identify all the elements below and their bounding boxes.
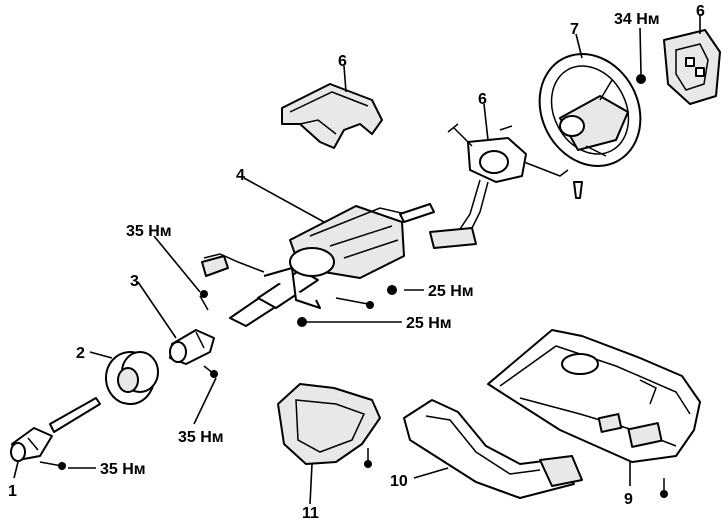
cover-screw-head <box>364 460 372 468</box>
steering-column <box>201 203 435 327</box>
combination-switch <box>429 123 583 249</box>
callout-6-horn-pad: 6 <box>696 3 705 20</box>
steering-wheel <box>538 53 642 167</box>
callout-10: 10 <box>390 473 408 490</box>
wheel-nut <box>636 74 646 84</box>
callout-1: 1 <box>8 483 17 500</box>
panel-screw-head <box>660 490 668 498</box>
lower-column-cover <box>277 383 381 465</box>
upper-column-cover <box>281 83 383 149</box>
horn-pad <box>663 29 721 105</box>
air-duct <box>403 399 583 499</box>
lower-instrument-panel <box>487 329 701 463</box>
universal-joint <box>169 329 215 365</box>
callout-6-combination-switch: 6 <box>478 91 487 108</box>
callout-7: 7 <box>570 21 579 38</box>
intermediate-shaft <box>10 397 101 462</box>
callout-9: 9 <box>624 491 633 508</box>
leader-lines <box>13 14 701 505</box>
torque-column-upper: 25 Нм <box>428 283 474 300</box>
column-mount-bolts <box>199 285 397 327</box>
shaft-bolt-head <box>58 462 66 470</box>
torque-joint-upper: 35 Нм <box>126 223 172 240</box>
torque-wheel-nut: 34 Нм <box>614 11 660 28</box>
torque-shaft-bolt: 35 Нм <box>100 461 146 478</box>
callout-11: 11 <box>302 505 319 522</box>
joint-bolt-head <box>210 370 218 378</box>
callout-2: 2 <box>76 345 85 362</box>
column-hole-cover <box>105 351 159 405</box>
callout-6-upper-cover: 6 <box>338 53 347 70</box>
torque-column-lower: 25 Нм <box>406 315 452 332</box>
callout-4: 4 <box>236 167 245 184</box>
callout-3: 3 <box>130 273 139 290</box>
torque-joint-lower: 35 Нм <box>178 429 224 446</box>
